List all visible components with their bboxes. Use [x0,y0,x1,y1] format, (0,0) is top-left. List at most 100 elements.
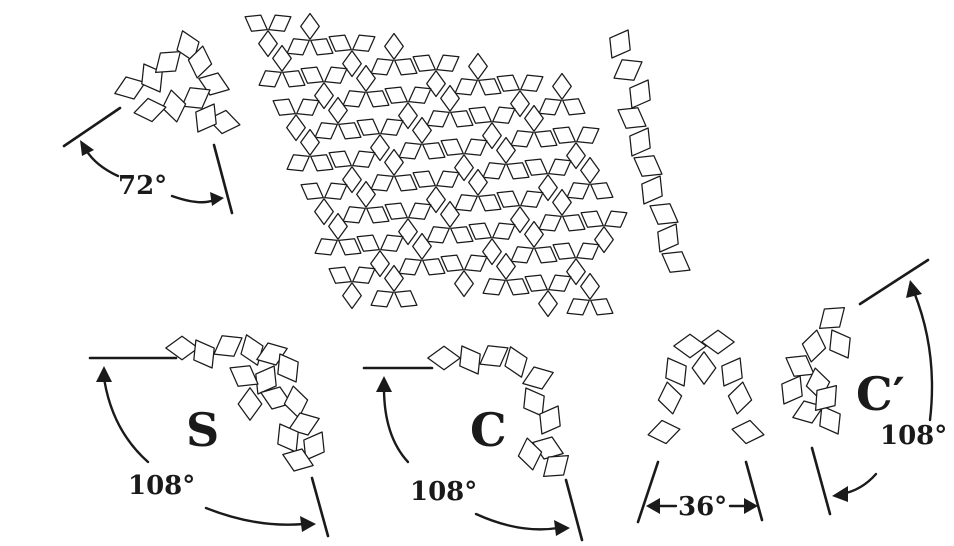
arc-arrow-72-right [170,194,216,204]
lattice-rhombus [478,78,502,96]
lattice-rhombus [408,86,432,104]
lattice-rhombus [412,54,436,72]
lattice-rhombus [398,218,418,246]
lattice-rhombus [520,190,544,208]
strip-rhombus [661,251,691,273]
lattice-rhombus [464,138,488,156]
lattice-rhombus [398,258,422,276]
lattice-rhombus [384,202,408,220]
arc-arrow-c-bottom [474,512,560,531]
lattice-rhombus [454,270,474,298]
fragment-c-prime-rhombus [814,384,838,412]
lattice-rhombus [566,298,590,316]
lattice-rhombus [394,290,418,308]
strip-rhombus [617,107,647,129]
lattice-rhombus [324,66,348,84]
lattice-rhombus [370,134,390,162]
fragment-c-prime-rhombus [781,375,803,405]
strip-rhombus [629,79,651,109]
fragment-c-prime: C′ 108° [781,258,947,516]
lattice-rhombus [296,98,320,116]
lattice-rhombus [440,200,460,228]
lattice-rhombus [468,222,492,240]
lattice-rhombus [440,84,460,112]
strip-rhombus [657,223,679,253]
lattice-rhombus [594,226,614,254]
lattice-rhombus [342,166,362,194]
fragment-72-rhombus [133,97,167,123]
arc-arrow-s-bottom [204,506,306,526]
lattice-rhombus [590,182,614,200]
lattice-rhombus [426,70,446,98]
edge-line-36-right [744,460,764,522]
lattice-rhombus [478,194,502,212]
lattice-rhombus [300,128,320,156]
lattice-rhombus [342,206,366,224]
lattice-rhombus [482,162,506,180]
fragment-s-rhombus [237,387,263,421]
lattice-rhombus [496,190,520,208]
strip-rhombus [629,127,651,157]
lattice-rhombus [538,290,558,318]
lattice-rhombus [328,150,352,168]
lattice-rhombus [338,238,362,256]
strip-rhombus [633,155,663,177]
lattice-rhombus [566,142,586,170]
lattice-rhombus [352,150,376,168]
angle-label-72: 72° [118,171,167,201]
lattice-rhombus [422,142,446,160]
fragment-c: C 108° [362,345,584,542]
lattice-rhombus [384,264,404,292]
fragment-c-rhombus [504,346,528,378]
lattice-rhombus [524,104,544,132]
lattice-rhombus [492,222,516,240]
lattice-rhombus [422,258,446,276]
lattice-rhombus [538,214,562,232]
fragment-s: S 108° [88,334,330,538]
lattice-rhombus [510,206,530,234]
lattice-rhombus [268,14,292,32]
fragment-s-rhombus [193,339,215,369]
lattice-rhombus [366,206,390,224]
lattice-rhombus [370,290,394,308]
lattice-rhombus [468,106,492,124]
lattice-rhombus [328,96,348,124]
lattice-rhombus [282,70,306,88]
lattice-rhombus [482,122,502,150]
edge-line-72-right [212,143,234,215]
fragment-72-rhombus [187,45,213,79]
lattice-rhombus [314,238,338,256]
fragment-36-rhombus [673,333,707,359]
lattice-rhombus [468,168,488,196]
fragment-s-rhombus [229,365,259,387]
arrowhead-36-right [744,498,758,514]
fragment-s-rhombus [277,353,299,383]
arrowhead-72-left [80,140,94,156]
angle-label-108-s: 108° [128,471,195,501]
lattice-rhombus [468,52,488,80]
lattice-rhombus [496,74,520,92]
fragment-s-rhombus [213,335,243,357]
lattice-rhombus [576,242,600,260]
lattice-rhombus [464,254,488,272]
fragment-c-prime-tiles [781,306,851,435]
lattice-rhombus [286,38,310,56]
arrowhead-cprime-bottom [832,486,848,502]
lattice-rhombus [548,274,572,292]
strip-rhombus [609,29,631,59]
lattice-rhombus [496,136,516,164]
strip-rhombus [649,203,679,225]
arrowhead-s-left [96,366,112,382]
fragment-36-rhombus [665,357,687,387]
lattice-rhombus [562,98,586,116]
lattice-rhombus [324,182,348,200]
lattice-rhombus [300,12,320,40]
lattice-rhombus [552,188,572,216]
lattice-rhombus [342,90,366,108]
arrowhead-s-bottom [300,516,316,532]
lattice-rhombus [552,72,572,100]
fragment-72-rhombus [207,109,241,135]
lattice-rhombus [510,90,530,118]
fragment-72: 72° [62,30,241,215]
fragment-c-rhombus [539,405,561,435]
